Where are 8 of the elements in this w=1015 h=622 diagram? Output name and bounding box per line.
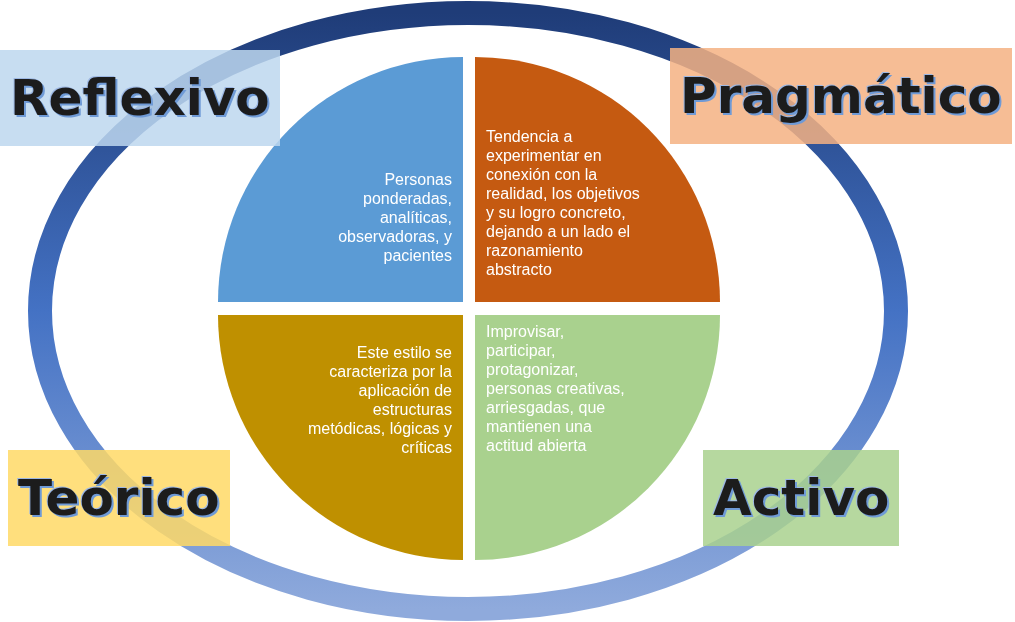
description-text: Improvisar, participar, protagonizar, personas creativas, arriesgadas, que mantienen una actitud abierta (486, 322, 626, 455)
description-text: Tendencia a experimentar en conexión con la realidad, los objetivos y su logro concreto, dejando a un lado el razonamiento abstracto (486, 127, 641, 279)
description-text: Este estilo se caracteriza por la aplicación de estructuras metódicas, lógicas y críticas (306, 343, 452, 457)
style-label: Activo (703, 450, 900, 546)
description-text: Personas ponderadas, analíticas, observadoras, y pacientes (337, 170, 452, 265)
style-label: Pragmático (670, 48, 1012, 144)
style-label: Teórico (8, 450, 230, 546)
style-label: Reflexivo (0, 50, 280, 146)
